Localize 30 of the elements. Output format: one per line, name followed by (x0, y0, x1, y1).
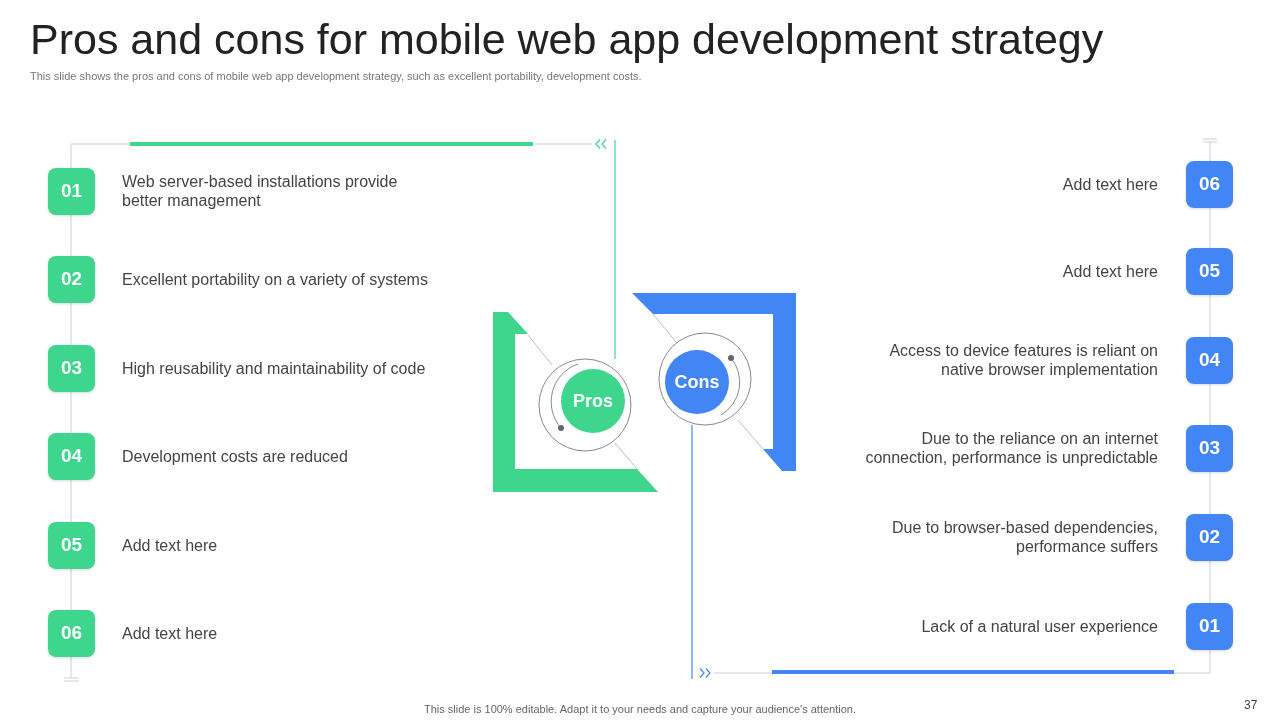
description-text: Access to device features is reliant on native browser implementation (888, 341, 1158, 379)
description-text: Add text here (1061, 174, 1158, 194)
number-badge: 02 (1186, 513, 1233, 561)
number-badge: 06 (48, 609, 95, 657)
footer-note: This slide is 100% editable. Adapt it to your needs and capture your audience's attention. (424, 703, 856, 715)
label-circle: Pros (561, 369, 625, 433)
label-circle: Cons (665, 350, 729, 414)
slide-title: Pros and cons for mobile web app development strategy (30, 14, 1104, 64)
description-text: Development costs are reduced (122, 446, 349, 466)
number-badge: 03 (48, 344, 95, 392)
number-badge: 04 (48, 432, 95, 480)
number-badge: 01 (1186, 602, 1233, 650)
description-text: Due to the reliance on an internet connection, performance is unpredictable (864, 429, 1158, 467)
subtitle-text: This slide shows the pros and cons of mobile web app development strategy, such as excellent portability, development costs. (30, 70, 642, 82)
description-text: Lack of a natural user experience (920, 616, 1158, 636)
description-text: High reusability and maintainability of code (122, 358, 427, 378)
number-badge: 05 (1186, 247, 1233, 295)
number-badge: 06 (1186, 160, 1233, 208)
description-text: Add text here (122, 535, 219, 555)
page-number: 37 (1244, 698, 1258, 712)
number-badge: 05 (48, 521, 95, 569)
description-text: Due to browser-based dependencies, performance suffers (891, 518, 1158, 556)
number-badge: 04 (1186, 336, 1233, 384)
description-text: Excellent portability on a variety of systems (122, 269, 429, 289)
number-badge: 02 (48, 255, 95, 303)
description-text: Add text here (1061, 261, 1158, 281)
number-badge: 01 (48, 167, 95, 215)
description-text: Web server-based installations provide better management (122, 172, 399, 210)
description-text: Add text here (122, 623, 219, 643)
number-badge: 03 (1186, 424, 1233, 472)
